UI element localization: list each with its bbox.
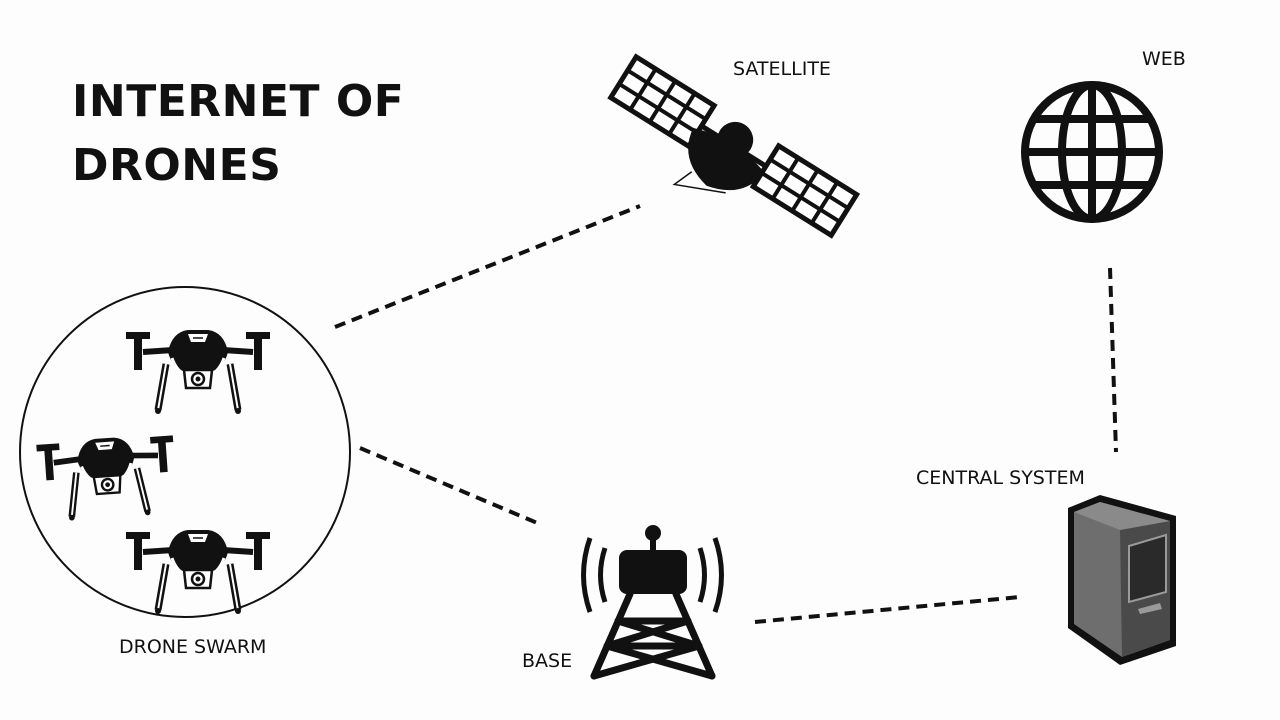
satellite-icon bbox=[607, 53, 861, 239]
satellite-label: SATELLITE bbox=[733, 58, 831, 80]
drone-icon bbox=[126, 530, 270, 614]
radio-tower-icon bbox=[581, 525, 724, 680]
drone-swarm bbox=[19, 286, 351, 618]
drone-icon bbox=[126, 330, 270, 414]
diagram-title: INTERNET OF DRONES bbox=[72, 70, 404, 198]
swarm-base-link bbox=[359, 446, 543, 527]
central-system-label: CENTRAL SYSTEM bbox=[916, 467, 1085, 489]
title-line-1: INTERNET OF bbox=[72, 76, 405, 127]
web-label: WEB bbox=[1142, 48, 1186, 70]
connectors bbox=[334, 204, 1118, 624]
base-label: BASE bbox=[522, 650, 573, 672]
swarm-satellite-link bbox=[334, 204, 641, 329]
web-central-link bbox=[1108, 267, 1118, 453]
globe-icon bbox=[1021, 81, 1163, 223]
drone-icon bbox=[36, 433, 178, 522]
title-line-2: DRONES bbox=[72, 140, 282, 191]
swarm-boundary bbox=[19, 286, 351, 618]
drone-swarm-label: DRONE SWARM bbox=[119, 636, 267, 658]
base-central-link bbox=[754, 595, 1021, 624]
server-icon bbox=[1068, 495, 1176, 665]
